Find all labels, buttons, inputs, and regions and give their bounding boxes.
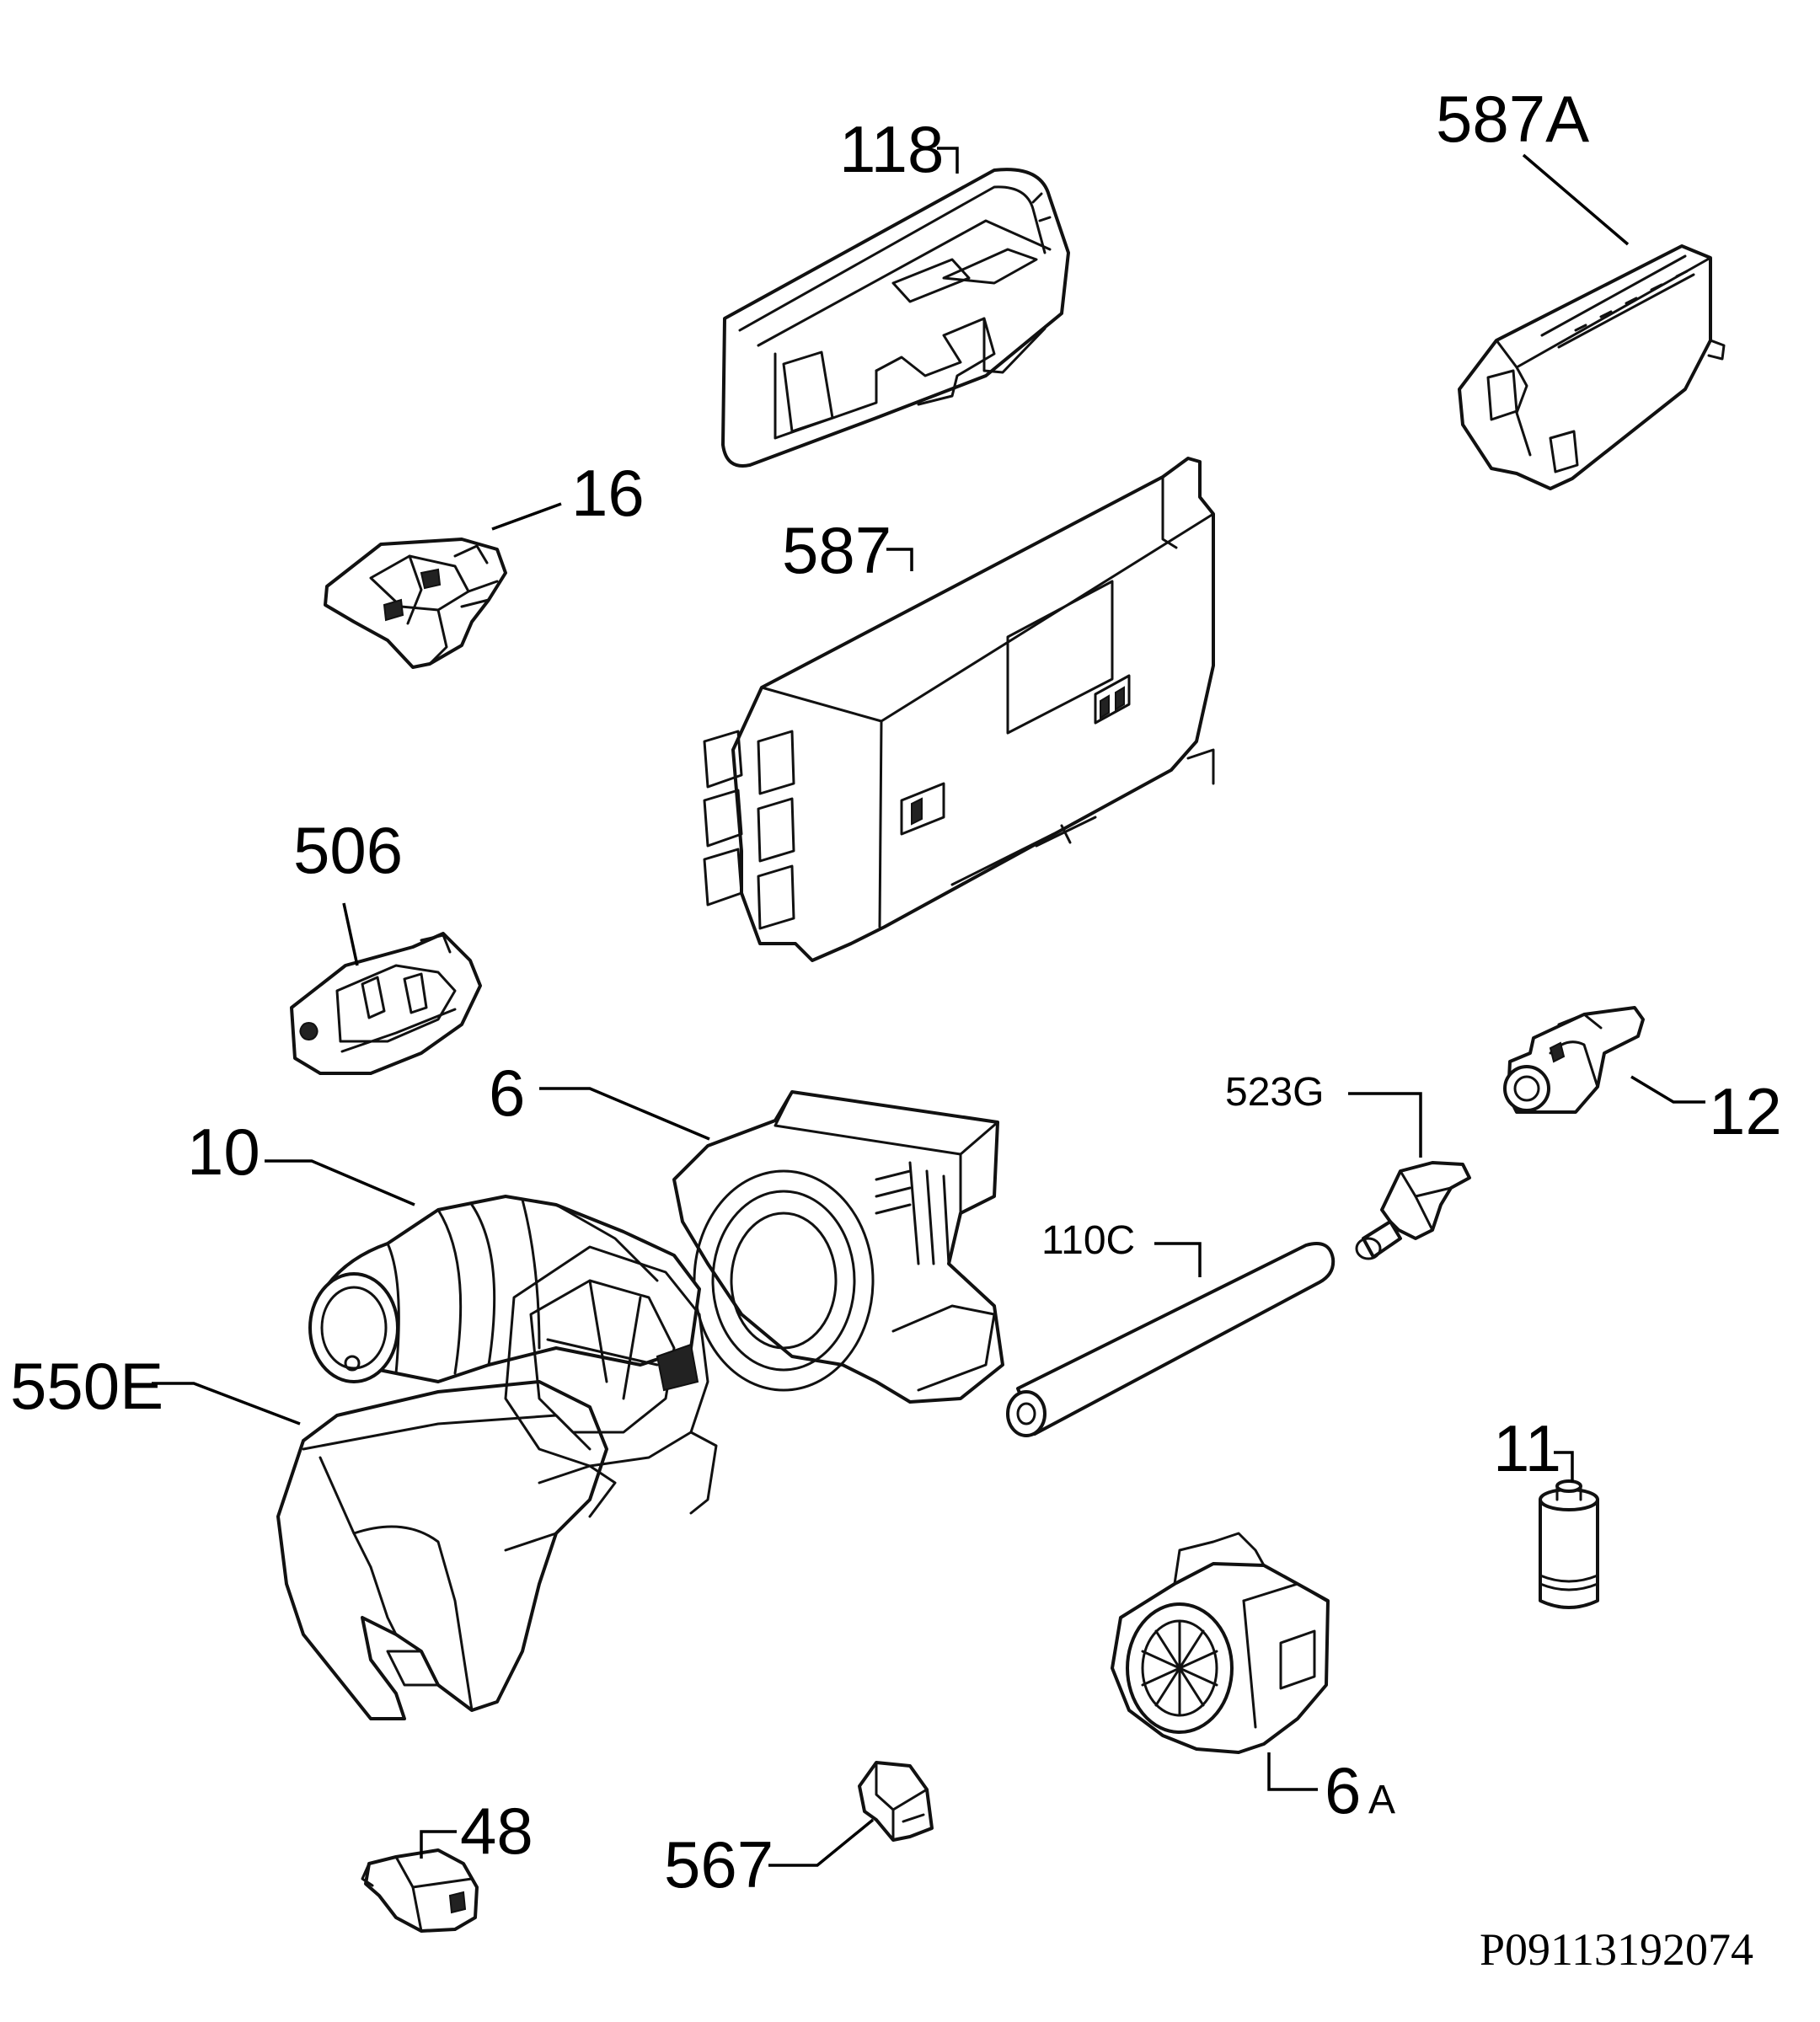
part-6a-drain-pump[interactable]	[1111, 1532, 1330, 1754]
label-110c: 110C	[1041, 1218, 1202, 1277]
label-16: 16	[491, 456, 645, 531]
svg-text:118: 118	[839, 112, 944, 186]
part-10-sump-hose[interactable]	[308, 1195, 701, 1383]
svg-text:550E: 550E	[10, 1349, 163, 1423]
part-587a-electronic-module[interactable]	[1458, 244, 1726, 490]
part-16-door-lock[interactable]	[324, 538, 507, 669]
label-6: 6	[489, 1056, 710, 1141]
label-523g: 523G	[1225, 1070, 1422, 1158]
svg-text:11: 11	[1493, 1411, 1561, 1485]
part-506-switch-bracket[interactable]	[290, 932, 482, 1075]
svg-text:587A: 587A	[1436, 82, 1589, 156]
part-550e-pump-cover[interactable]	[276, 1245, 718, 1720]
part-48-pressure-switch[interactable]	[361, 1848, 479, 1933]
part-110c-hose[interactable]	[1006, 1242, 1336, 1437]
label-11: 11	[1493, 1411, 1574, 1485]
svg-text:6: 6	[1325, 1753, 1361, 1827]
svg-text:48: 48	[460, 1794, 533, 1868]
svg-text:16: 16	[571, 456, 645, 530]
label-587: 587	[782, 513, 913, 587]
label-550e: 550E	[10, 1349, 301, 1426]
label-48: 48	[420, 1794, 533, 1868]
svg-text:506: 506	[293, 813, 403, 887]
label-6a: 6 A	[1267, 1752, 1395, 1827]
part-567-clip[interactable]	[858, 1761, 934, 1842]
label-506: 506	[293, 813, 403, 966]
svg-text:12: 12	[1709, 1074, 1782, 1148]
svg-text:587: 587	[782, 513, 891, 587]
part-12-sensor[interactable]	[1503, 1006, 1645, 1114]
svg-text:567: 567	[664, 1827, 774, 1902]
svg-text:523G: 523G	[1225, 1070, 1324, 1115]
part-11-capacitor[interactable]	[1539, 1479, 1599, 1609]
svg-text:110C: 110C	[1041, 1218, 1135, 1263]
part-523g-connector[interactable]	[1355, 1161, 1471, 1260]
part-587-main-board[interactable]	[703, 457, 1215, 962]
drawing-code: P09113192074	[1480, 1924, 1753, 1975]
svg-text:10: 10	[187, 1115, 260, 1189]
label-10: 10	[187, 1115, 415, 1206]
label-118: 118	[839, 112, 959, 186]
svg-text:A: A	[1368, 1778, 1395, 1822]
svg-text:6: 6	[489, 1056, 525, 1130]
part-118-panel-cover[interactable]	[721, 168, 1070, 468]
label-567: 567	[664, 1818, 875, 1902]
label-12: 12	[1630, 1074, 1782, 1148]
part-6-circulation-pump[interactable]	[672, 1090, 1004, 1404]
label-587a: 587A	[1436, 82, 1630, 246]
